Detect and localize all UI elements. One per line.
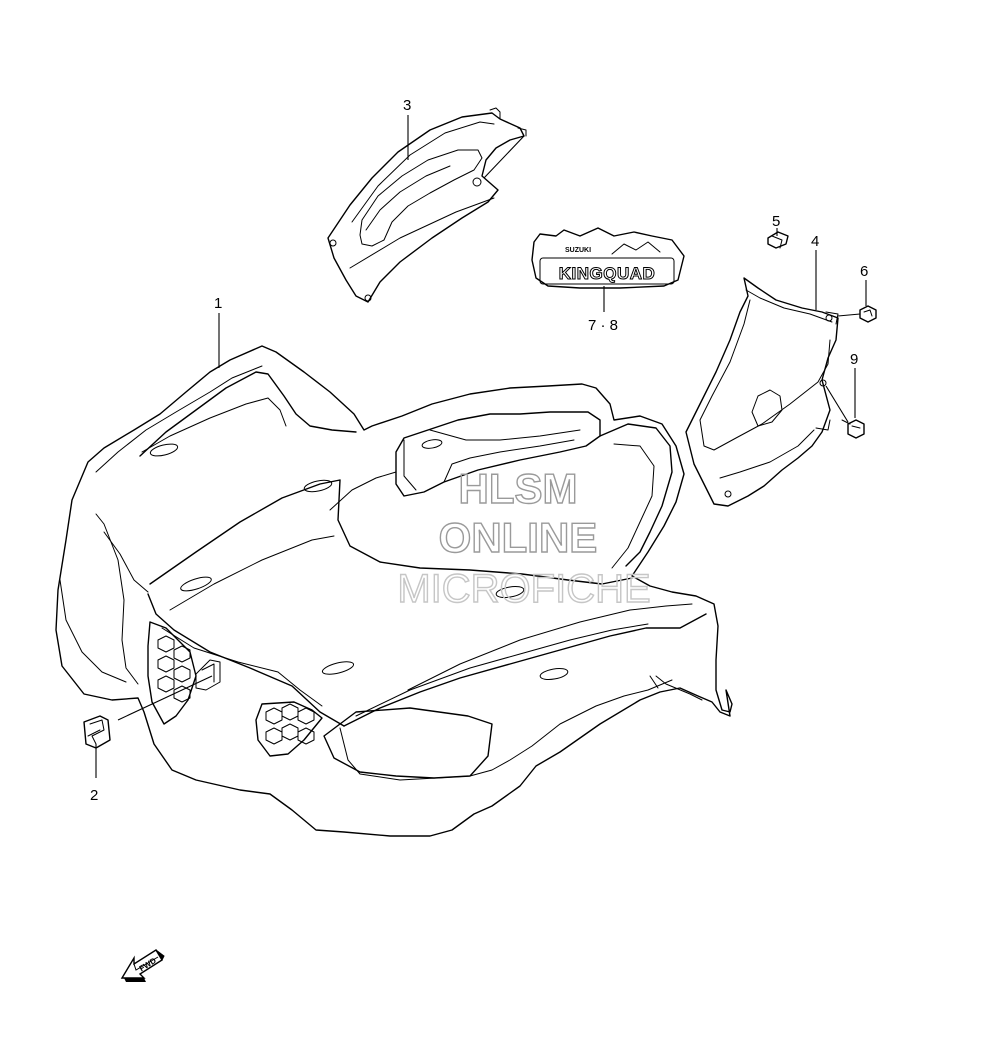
emblem-model-text: KINGQUAD xyxy=(559,264,656,283)
callout-4: 4 xyxy=(811,233,819,250)
watermark-line-2: ONLINE xyxy=(439,514,598,561)
part-1-front-fender[interactable] xyxy=(55,345,733,837)
callout-7-8: 7 · 8 xyxy=(588,317,618,334)
callout-1: 1 xyxy=(214,295,222,312)
part-2-emblem[interactable] xyxy=(83,715,111,749)
part-3-inner-panel[interactable] xyxy=(327,107,527,303)
watermark: HLSM ONLINE MICROFICHE xyxy=(397,464,652,611)
watermark-line-1: HLSM xyxy=(459,465,578,512)
part-6-nut[interactable] xyxy=(859,305,877,323)
part-9-screw[interactable] xyxy=(841,419,865,439)
callout-6: 6 xyxy=(860,263,868,280)
part-4-side-panel[interactable] xyxy=(685,277,839,507)
part-5-clip[interactable] xyxy=(767,231,789,249)
watermark-line-3: MICROFICHE xyxy=(397,567,650,611)
leader-lines xyxy=(95,115,867,778)
callout-3: 3 xyxy=(403,97,411,114)
part-7-8-kingquad-emblem[interactable]: KINGQUAD SUZUKI xyxy=(531,227,685,289)
callout-9: 9 xyxy=(850,351,858,368)
fwd-arrow-icon: FWD xyxy=(120,949,165,982)
callout-2: 2 xyxy=(90,787,98,804)
callout-5: 5 xyxy=(772,213,780,230)
emblem-brand-text: SUZUKI xyxy=(565,247,591,254)
